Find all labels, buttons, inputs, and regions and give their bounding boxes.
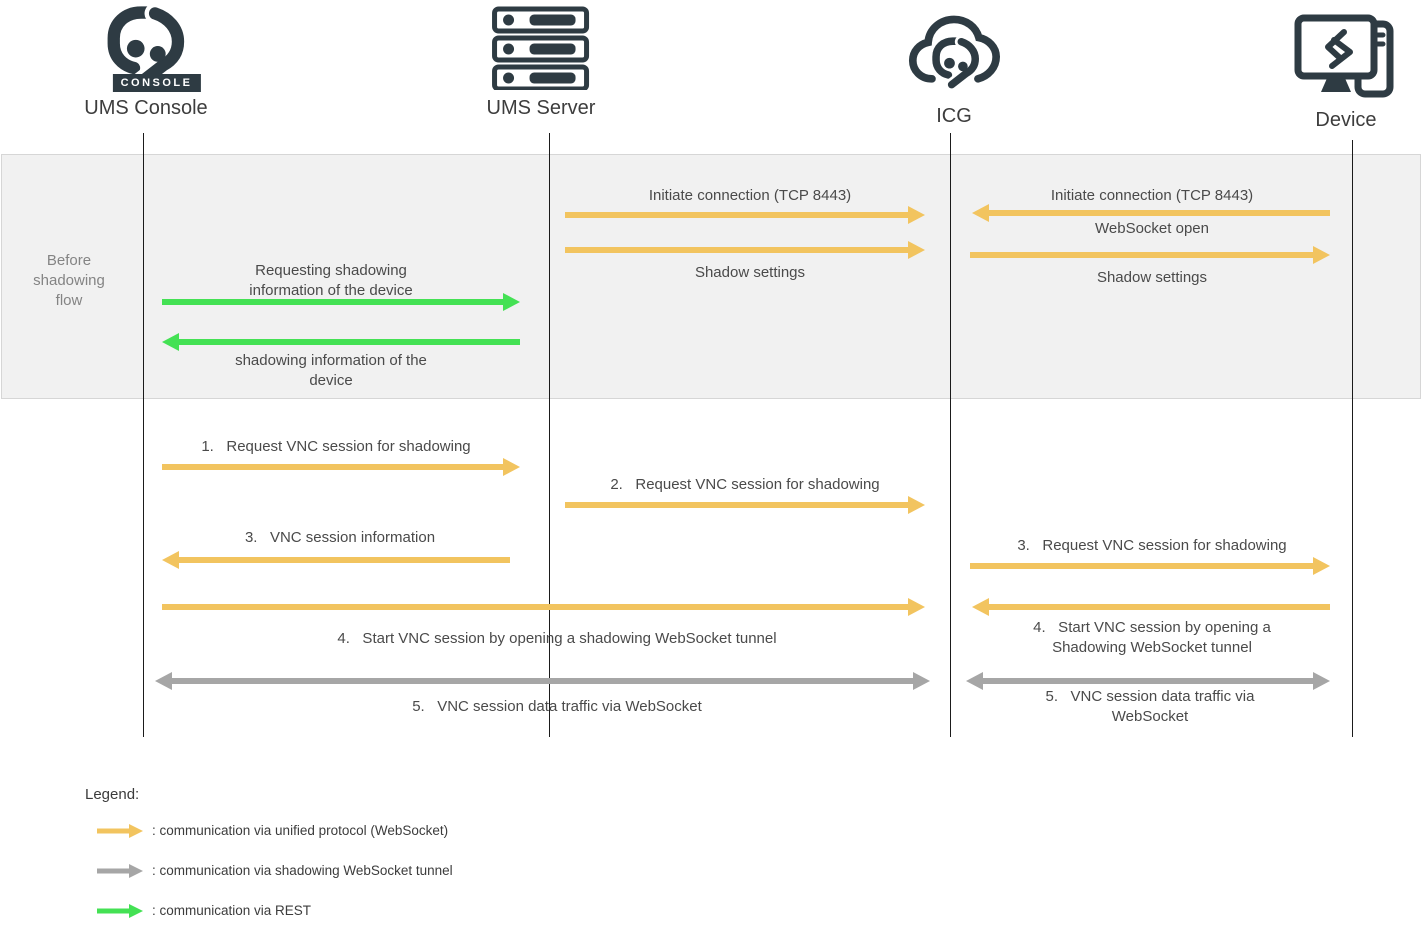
actor-label-ums-server: UMS Server [486,97,596,119]
arrow-step-4-tunnel-device [972,598,1330,616]
message-label: 3. VNC session information [244,529,436,546]
cloud-link-icon [906,15,1002,102]
arrow-step-5-traffic-device [966,672,1330,690]
actor-label-device: Device [1315,109,1377,131]
lifeline-ums-console [143,133,144,737]
console-badge: CONSOLE [112,74,201,92]
workstation-icon [1294,14,1398,106]
message-label: shadowing information of the device [235,352,427,389]
message-label: 5. VNC session data traffic via WebSocke… [1045,688,1255,725]
arrow-step-2 [565,496,925,514]
gray-arrow-icon [97,864,143,878]
message-label: Initiate connection (TCP 8443) [1050,187,1254,204]
lifeline-icg [950,133,951,737]
legend-title: Legend: [85,786,140,803]
message-label: 4. Start VNC session by opening a shadow… [337,630,777,647]
arrow-shadowing-info [162,333,520,351]
before-shadowing-band-label: Before shadowing flow [33,252,105,309]
message-label: 3. Request VNC session for shadowing [1017,537,1287,554]
server-rack-icon [492,6,590,94]
legend-label-unified: : communication via unified protocol (We… [152,823,449,838]
arrow-initiate-device-icg [972,204,1330,222]
arrow-shadow-settings-icg-device [970,246,1330,264]
green-arrow-icon [97,904,143,918]
legend-label-tunnel: : communication via shadowing WebSocket … [152,863,453,878]
message-label: Requesting shadowing information of the … [249,262,413,299]
arrow-initiate-ums-icg [565,206,925,224]
yellow-arrow-icon [97,824,143,838]
message-label: Initiate connection (TCP 8443) [648,187,852,204]
arrow-step-4-tunnel [162,598,925,616]
actor-label-ums-console: UMS Console [84,97,208,119]
arrow-step-3-info [162,551,510,569]
before-shadowing-band [1,154,1421,399]
message-label: 1. Request VNC session for shadowing [201,438,471,455]
arrow-request-shadowing-info [162,293,520,311]
message-label: 5. VNC session data traffic via WebSocke… [412,698,702,715]
actor-label-icg: ICG [936,105,972,127]
message-label: Shadow settings [694,264,806,281]
arrow-shadow-settings-ums-icg [565,241,925,259]
lifeline-device [1352,140,1353,737]
message-label: 4. Start VNC session by opening a Shadow… [1033,619,1271,656]
actor-icg: ICG [906,6,1002,128]
message-label: Shadow settings [1096,269,1208,286]
arrow-step-5-traffic [155,672,930,690]
actor-device: Device [1294,10,1398,132]
actor-ums-server: UMS Server [486,6,596,120]
message-label: WebSocket open [1095,220,1209,237]
actor-ums-console: CONSOLE UMS Console [84,2,208,120]
lifeline-ums-server [549,133,550,737]
legend-label-rest: : communication via REST [152,903,312,918]
message-label: 2. Request VNC session for shadowing [610,476,880,493]
arrow-step-1 [162,458,520,476]
arrow-step-3-request [970,557,1330,575]
